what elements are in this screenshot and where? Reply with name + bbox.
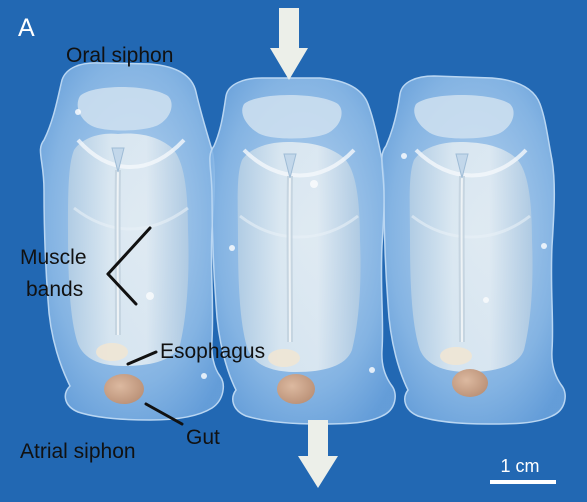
highlight-3a bbox=[401, 153, 407, 159]
scale-bar-label: 1 cm bbox=[500, 456, 539, 476]
muscle-bands-label-line1: Muscle bbox=[20, 246, 87, 269]
zooid-1 bbox=[40, 63, 223, 420]
highlight-2c bbox=[369, 367, 375, 373]
highlight-1c bbox=[201, 373, 207, 379]
oral-siphon-2 bbox=[242, 95, 341, 139]
oral-siphon-label: Oral siphon bbox=[66, 44, 173, 67]
atrial-siphon-label: Atrial siphon bbox=[20, 440, 136, 463]
gut-2 bbox=[277, 374, 315, 404]
gut-1 bbox=[104, 374, 144, 404]
zooid-3 bbox=[382, 76, 565, 424]
esophagus-shape-3 bbox=[440, 347, 472, 365]
zooid-2 bbox=[210, 78, 395, 424]
muscle-bands-label-line2: bands bbox=[26, 278, 83, 301]
highlight-3c bbox=[483, 297, 489, 303]
oral-siphon-1 bbox=[78, 87, 172, 131]
esophagus-shape-2 bbox=[268, 349, 300, 367]
highlight-2b bbox=[310, 180, 318, 188]
highlight-1a bbox=[75, 109, 81, 115]
highlight-3b bbox=[541, 243, 547, 249]
gut-label: Gut bbox=[186, 426, 220, 449]
esophagus-shape-1 bbox=[96, 343, 128, 361]
esophagus-label: Esophagus bbox=[160, 340, 265, 363]
highlight-1b bbox=[146, 292, 154, 300]
oral-siphon-3 bbox=[414, 95, 513, 139]
highlight-2a bbox=[229, 245, 235, 251]
gut-3 bbox=[452, 369, 488, 397]
panel-letter: A bbox=[18, 14, 35, 42]
scale-bar-line bbox=[490, 480, 556, 484]
